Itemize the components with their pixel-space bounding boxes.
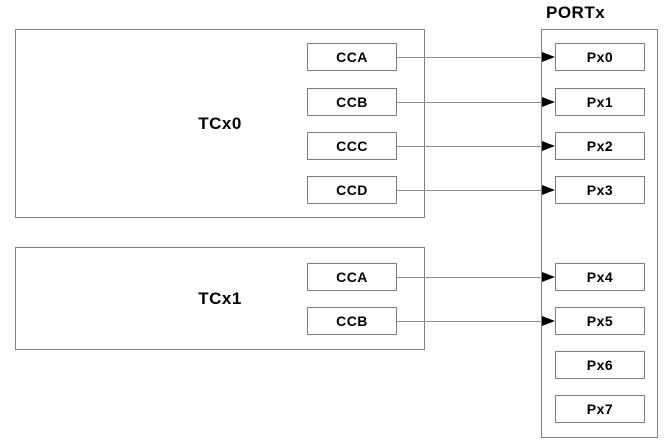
port-pin-box-px0: Px0 — [555, 43, 645, 71]
wire-tcx0-cca-to-px0 — [397, 57, 543, 58]
arrowhead-icon-px3 — [542, 185, 555, 195]
timer-label-tcx0: TCx0 — [198, 113, 242, 133]
channel-box-tcx1-cca: CCA — [307, 263, 397, 291]
channel-box-tcx0-ccd: CCD — [307, 176, 397, 204]
port-pin-box-px4: Px4 — [555, 263, 645, 291]
port-pin-box-px2: Px2 — [555, 132, 645, 160]
wire-tcx0-ccb-to-px1 — [397, 102, 543, 103]
channel-box-tcx0-cca: CCA — [307, 43, 397, 71]
arrowhead-icon-px4 — [542, 272, 555, 282]
port-pin-box-px5: Px5 — [555, 307, 645, 335]
wire-tcx0-ccd-to-px3 — [397, 190, 543, 191]
wire-tcx1-ccb-to-px5 — [397, 321, 543, 322]
channel-box-tcx0-ccc: CCC — [307, 132, 397, 160]
port-pin-box-px3: Px3 — [555, 176, 645, 204]
wire-tcx1-cca-to-px4 — [397, 277, 543, 278]
port-pin-box-px1: Px1 — [555, 88, 645, 116]
channel-box-tcx1-ccb: CCB — [307, 307, 397, 335]
port-title: PORTx — [546, 3, 606, 22]
wire-tcx0-ccc-to-px2 — [397, 146, 543, 147]
timer-label-tcx1: TCx1 — [198, 288, 242, 308]
channel-box-tcx0-ccb: CCB — [307, 88, 397, 116]
arrowhead-icon-px5 — [542, 316, 555, 326]
port-pin-box-px7: Px7 — [555, 395, 645, 423]
arrowhead-icon-px0 — [542, 52, 555, 62]
arrowhead-icon-px2 — [542, 141, 555, 151]
port-pin-box-px6: Px6 — [555, 351, 645, 379]
arrowhead-icon-px1 — [542, 97, 555, 107]
